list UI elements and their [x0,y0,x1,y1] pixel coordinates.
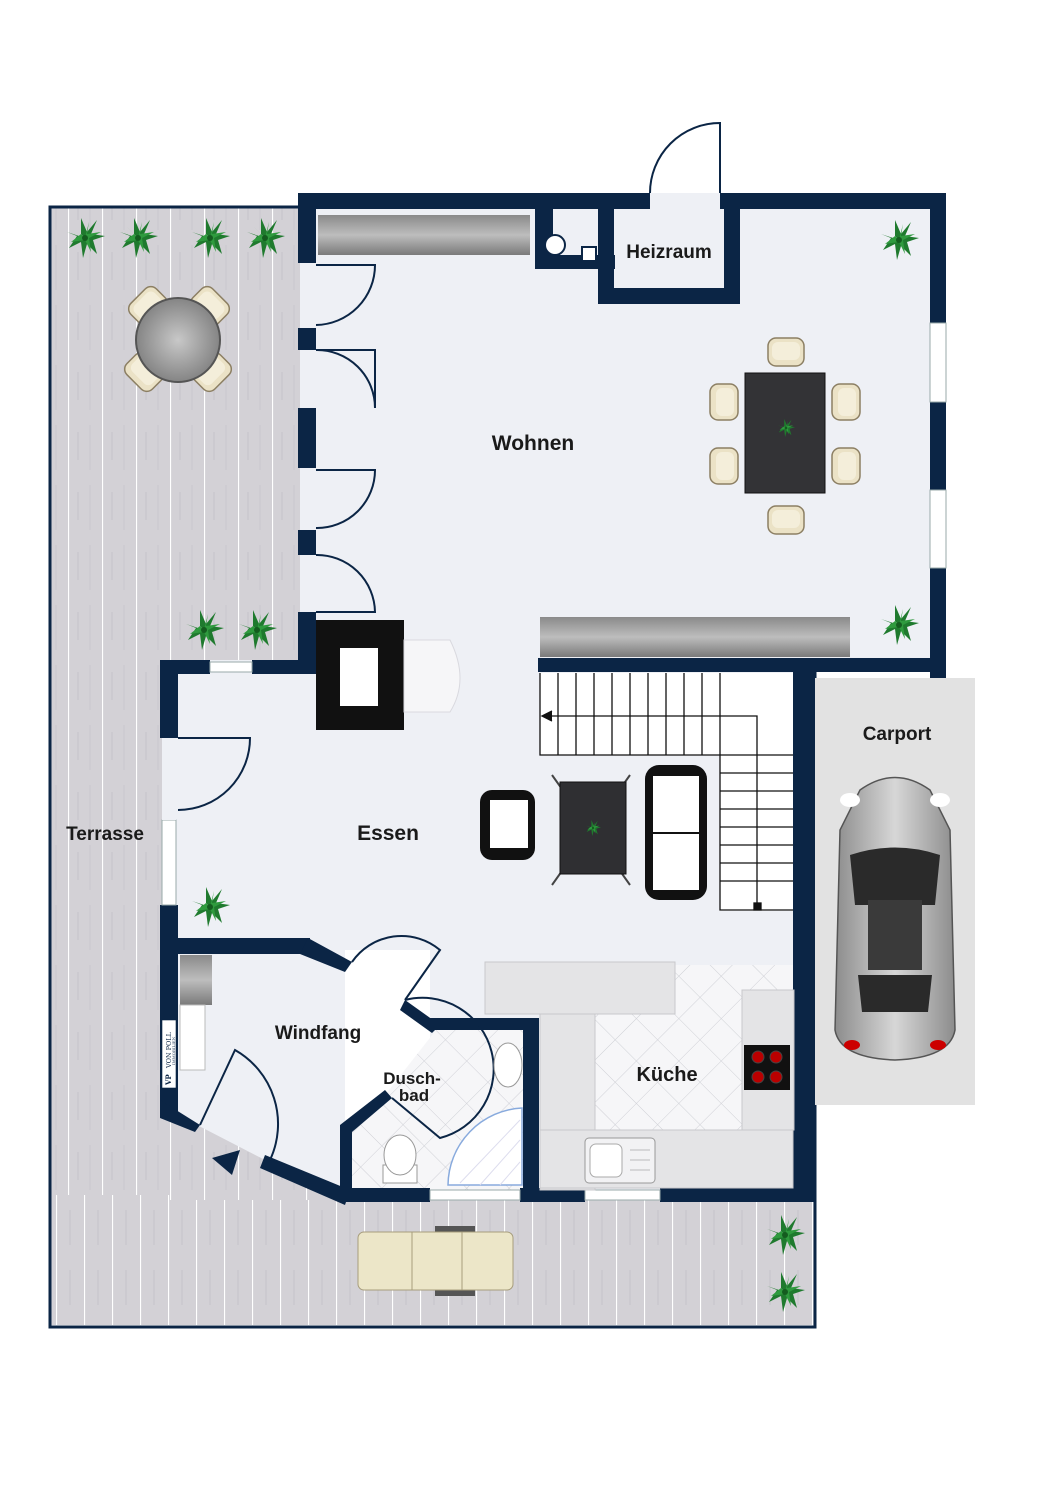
plant-icon [118,218,158,258]
chair-icon [767,505,805,535]
chair-icon [831,447,861,485]
doors [177,121,721,1161]
fireplace-icon [316,620,461,730]
room-label-duschbad-2: bad [399,1086,429,1105]
room-label-carport: Carport [863,724,932,745]
room-label-kueche: Küche [636,1064,697,1086]
heater-icon [581,246,597,262]
sink-icon [584,1137,656,1184]
stove-icon [744,1045,790,1090]
logo-icon: VON POLL VP IMMOBILIEN [161,1019,177,1089]
washbasin-icon [493,1042,523,1088]
round-table-set [120,282,236,396]
sideboard-bottom [540,617,850,657]
plant-icon [777,419,795,437]
chair-icon [709,383,739,421]
logo-tagline: IMMOBILIEN [171,1036,176,1065]
plant-icon [190,218,230,258]
entrance-arrow-icon [212,1150,240,1175]
door-arc-icon [649,121,721,194]
car-icon [834,776,956,1061]
sideboard-top [318,215,530,255]
logo-name: VON POLL [165,1031,173,1069]
terrace-deck-left [50,207,310,1200]
windows [161,322,947,1201]
room-label-duschbad-1: Dusch- [383,1069,441,1088]
boiler-icon [544,234,566,256]
round-table-icon [135,297,221,383]
shower-icon [447,1107,523,1186]
plant-icon [190,887,230,927]
logo-initials: VP [164,1074,173,1086]
room-label-windfang: Windfang [275,1023,361,1044]
plant-icon [245,218,285,258]
plant-icon [184,610,224,650]
sun-lounger-icon [357,1226,514,1296]
walls [160,193,946,1205]
plant-icon [765,1215,805,1255]
plant-icon [879,220,919,260]
plant-icon [65,218,105,258]
room-label-essen: Essen [357,822,419,845]
stairs-icon [539,673,793,911]
plant-icon [237,610,277,650]
room-label-terrasse: Terrasse [66,824,144,845]
kitchen-counters [484,961,795,1191]
chair-icon [709,447,739,485]
toilet-icon [382,1134,418,1184]
coffee-table-icon [551,774,631,886]
room-label-wohnen: Wohnen [492,432,574,455]
chair-icon [767,337,805,367]
armchair-icon [480,790,535,860]
sofa-icon [645,765,707,900]
room-label-heizraum: Heizraum [626,242,712,263]
dining-set [709,337,861,535]
plant-icon [765,1272,805,1312]
chair-icon [831,383,861,421]
plant-icon [879,605,919,645]
wardrobe [179,955,212,1071]
